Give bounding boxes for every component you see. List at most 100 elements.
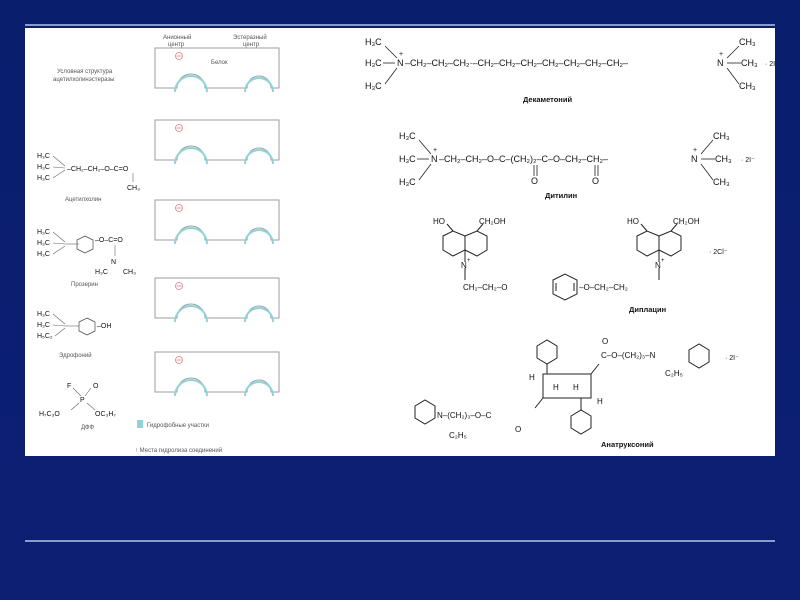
svg-text:H: H xyxy=(573,383,579,392)
svg-text:CH₃: CH₃ xyxy=(713,131,730,141)
svg-text:C₂H₅: C₂H₅ xyxy=(665,369,683,378)
svg-text:CH₂–CH₂–O: CH₂–CH₂–O xyxy=(463,283,507,292)
svg-text:+: + xyxy=(399,51,403,58)
svg-text:N: N xyxy=(655,261,661,270)
legend-hydrophobic-swatch xyxy=(137,420,143,428)
svg-text:O: O xyxy=(515,425,521,434)
dfp-structure: F O P H₇C₃O OC₃H₇ xyxy=(39,383,116,418)
anatruxonium-structure xyxy=(414,339,710,435)
anionic-center-mark xyxy=(175,124,183,132)
label-dithylin: Дитилин xyxy=(545,191,577,200)
svg-text:N: N xyxy=(431,154,438,164)
figure-panel xyxy=(25,28,775,456)
svg-text:HO: HO xyxy=(627,217,639,226)
top-divider xyxy=(25,24,775,26)
hydrophobic-site xyxy=(174,379,208,397)
decamethonium-charge: · 2I⁻ xyxy=(765,61,775,68)
label-edrophonium: Эдрофоний xyxy=(59,352,92,359)
hydrophobic-site xyxy=(174,305,208,323)
structure-caption: Условная структура ацетилхолинэстеразы xyxy=(53,69,115,83)
right-panel: H₃C H₃C H₃C N + –CH₂–CH₂–CH₂·–CH₂–CH₂–CH… xyxy=(365,37,775,449)
svg-text:H₃C: H₃C xyxy=(37,251,50,258)
enzyme-box xyxy=(154,47,280,93)
enzyme-box xyxy=(154,119,280,165)
svg-text:OC₃H₇: OC₃H₇ xyxy=(95,411,116,418)
svg-text:H₃C: H₃C xyxy=(37,153,50,160)
svg-text:CH₃: CH₃ xyxy=(123,269,136,276)
svg-text:H₃C: H₃C xyxy=(37,164,50,171)
dithylin-charge: · 2I⁻ xyxy=(741,157,755,164)
anionic-center-mark xyxy=(175,52,183,60)
decamethonium-structure: H₃C H₃C H₃C N + –CH₂–CH₂–CH₂·–CH₂–CH₂–CH… xyxy=(365,37,775,91)
svg-text:H₃C: H₃C xyxy=(399,177,416,187)
label-proserin: Прозерин xyxy=(71,282,98,288)
anionic-center-mark xyxy=(175,282,183,290)
svg-text:H₅C₂: H₅C₂ xyxy=(37,333,53,340)
svg-text:CH₃: CH₃ xyxy=(739,81,756,91)
svg-text:N: N xyxy=(691,154,698,164)
enzyme-box xyxy=(154,277,280,323)
svg-text:H: H xyxy=(553,383,559,392)
svg-text:O: O xyxy=(93,383,99,390)
dilacin-labels: HO CH₂OH N + HO CH₂OH N + CH₂–CH₂–O –O–C… xyxy=(433,217,728,292)
svg-text:H₇C₃O: H₇C₃O xyxy=(39,411,60,418)
dithylin-structure: H₃C H₃C H₃C N + –CH₂–CH₂–O–C–(CH₂)₂–C–O–… xyxy=(399,131,755,187)
svg-text:H₃C: H₃C xyxy=(37,322,50,329)
svg-text:O: O xyxy=(592,176,599,186)
enzyme-diagrams: Белок xyxy=(154,47,280,397)
svg-text:+: + xyxy=(433,147,437,154)
svg-text:N–(CH₂)₃–O–C: N–(CH₂)₃–O–C xyxy=(437,411,492,420)
svg-text:N: N xyxy=(397,58,404,68)
anionic-center-mark xyxy=(175,204,183,212)
svg-text:N: N xyxy=(111,259,116,266)
legend-hydrolysis: ↑ Места гидролиза соединений xyxy=(135,447,222,454)
svg-text:P: P xyxy=(80,397,85,404)
label-acetylcholine: Ацетилхолин xyxy=(65,197,101,203)
svg-text:CH₃: CH₃ xyxy=(715,154,732,164)
svg-text:CH₂OH: CH₂OH xyxy=(673,217,700,226)
svg-text:N: N xyxy=(461,261,467,270)
enzyme-box xyxy=(154,199,280,245)
svg-text:–O–C=O: –O–C=O xyxy=(95,237,123,244)
svg-text:+: + xyxy=(693,147,697,154)
svg-text:–CH₂–CH₂–O–C–(CH₂)₂–C–O–CH₂–CH: –CH₂–CH₂–O–C–(CH₂)₂–C–O–CH₂–CH₂– xyxy=(439,154,608,164)
svg-text:C–O–(CH₂)₃–N: C–O–(CH₂)₃–N xyxy=(601,351,656,360)
figure-svg: Анионный центр Эстеразный центр Условная… xyxy=(37,34,775,454)
label-dilacin: Диплацин xyxy=(629,305,666,314)
svg-text:C₂H₅: C₂H₅ xyxy=(449,431,467,440)
svg-text:F: F xyxy=(67,383,71,390)
dilacin-charge: · 2Cl⁻ xyxy=(709,249,728,256)
anionic-center-header: Анионный центр xyxy=(163,34,193,48)
acetylcholine-structure: H₃C H₃C H₃C –CH₂–CH₂–O–C=O CH₃ xyxy=(37,153,140,192)
edrophonium-structure: H₃C H₃C H₅C₂ –OH xyxy=(37,311,111,340)
protein-label: Белок xyxy=(211,60,228,66)
hydrophobic-site xyxy=(174,147,208,165)
svg-text:CH₃: CH₃ xyxy=(713,177,730,187)
svg-text:CH₂OH: CH₂OH xyxy=(479,217,506,226)
svg-text:N: N xyxy=(717,58,724,68)
label-decamethonium: Декаметоний xyxy=(523,95,572,104)
svg-text:CH₃: CH₃ xyxy=(739,37,756,47)
hydrophobic-site xyxy=(174,227,208,245)
enzyme-box xyxy=(154,351,280,397)
svg-text:CH₃: CH₃ xyxy=(127,185,140,192)
svg-text:H: H xyxy=(597,397,603,406)
svg-text:O: O xyxy=(602,337,608,346)
svg-text:H₃C: H₃C xyxy=(95,269,108,276)
dilacin-structure xyxy=(442,223,682,301)
svg-text:H₃C: H₃C xyxy=(365,37,382,47)
svg-text:+: + xyxy=(661,258,665,264)
anatruxonium-charge: · 2I⁻ xyxy=(725,355,739,362)
svg-text:H: H xyxy=(529,373,535,382)
legend-hydrophobic: Гидрофобные участки xyxy=(147,423,209,429)
svg-text:+: + xyxy=(467,258,471,264)
svg-text:H₃C: H₃C xyxy=(37,240,50,247)
svg-text:–CH₂–CH₂–CH₂·–CH₂–CH₂–CH₂–CH₂–: –CH₂–CH₂–CH₂·–CH₂–CH₂–CH₂–CH₂–CH₂–CH₂–CH… xyxy=(405,58,628,68)
svg-text:–O–CH₂–CH₂: –O–CH₂–CH₂ xyxy=(579,283,628,292)
proserin-structure: H₃C H₃C H₃C –O–C=O N H₃C CH₃ xyxy=(37,229,136,276)
label-anatruxonium: Анатруксоний xyxy=(601,440,654,449)
svg-text:–OH: –OH xyxy=(97,323,111,330)
svg-text:HO: HO xyxy=(433,217,445,226)
hydrophobic-site xyxy=(174,75,208,93)
svg-text:O: O xyxy=(531,176,538,186)
